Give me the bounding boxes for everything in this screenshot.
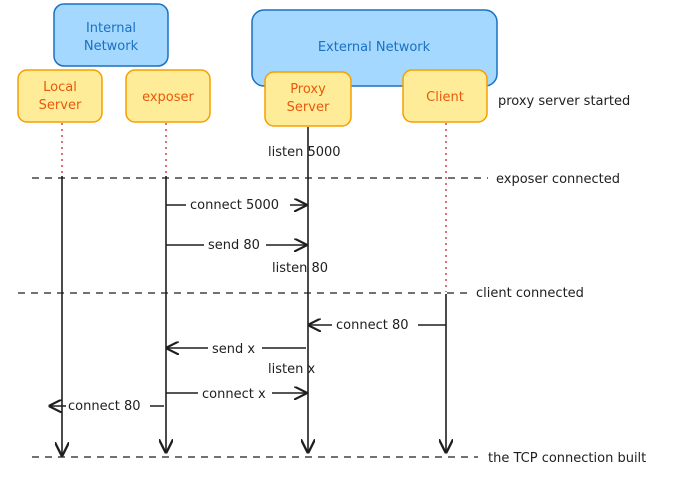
client-label: Client (426, 90, 464, 105)
actor-exposer: exposer (125, 69, 211, 123)
external-network-label: External Network (318, 40, 431, 55)
internal-network-group: Internal Network (53, 3, 169, 67)
message-connect-x: connect x (166, 387, 306, 402)
internal-network-label-1: Internal (86, 21, 136, 36)
note-listen-5000: listen 5000 (268, 145, 341, 160)
actor-local-server: Local Server (17, 69, 103, 123)
phase-client-connected: client connected (476, 286, 584, 301)
message-connect-80-client-label: connect 80 (336, 318, 409, 333)
message-connect-5000-label: connect 5000 (190, 198, 279, 213)
proxy-server-label-1: Proxy (290, 82, 326, 97)
note-listen-80: listen 80 (272, 261, 328, 276)
note-listen-x: listen x (268, 362, 315, 377)
local-server-label-2: Server (39, 98, 82, 113)
message-connect-x-label: connect x (202, 387, 266, 402)
message-send-80-label: send 80 (208, 238, 260, 253)
local-server-label-1: Local (43, 80, 77, 95)
message-send-x-label: send x (212, 342, 255, 357)
message-send-x: send x (167, 342, 306, 357)
phase-proxy-server-started: proxy server started (498, 94, 630, 109)
message-connect-5000: connect 5000 (166, 198, 306, 213)
actor-proxy-server: Proxy Server (264, 71, 352, 127)
phase-tcp-connection-built: the TCP connection built (488, 451, 646, 466)
exposer-label: exposer (142, 90, 194, 105)
message-connect-80-local: connect 80 (50, 399, 164, 414)
external-network-group: External Network (251, 9, 498, 87)
message-connect-80-client: connect 80 (309, 318, 446, 333)
message-connect-80-local-label: connect 80 (68, 399, 141, 414)
phase-exposer-connected: exposer connected (496, 172, 620, 187)
proxy-server-label-2: Server (287, 100, 330, 115)
message-send-80: send 80 (166, 238, 306, 253)
internal-network-label-2: Network (84, 39, 139, 54)
actor-client: Client (402, 69, 488, 123)
